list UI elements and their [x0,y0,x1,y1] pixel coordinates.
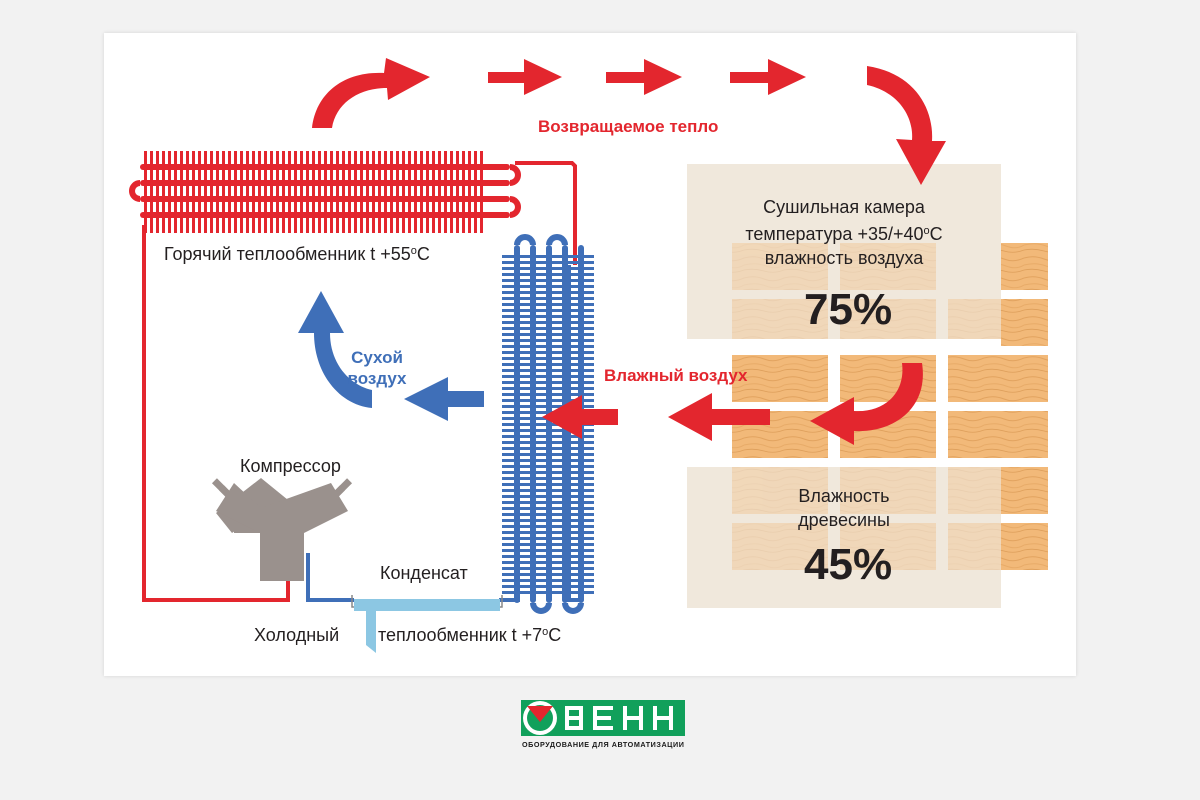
condensate-label: Конденсат [380,563,468,583]
wood-boards-behind-upper [732,243,1001,339]
heat-arrow-3 [730,59,806,95]
dry-arrow-straight [404,377,484,421]
hot-heat-exchanger [129,151,521,233]
humid-arrow-1 [668,393,770,441]
heat-arrow-1 [488,59,562,95]
condensate-drain [366,611,376,653]
chamber-info: Сушильная камера температура +35/+40oC в… [687,195,1001,270]
cold-exchanger-label-1: Холодный [254,625,340,645]
hot-exchanger-label: Горячий теплообменник t +55oC [164,244,430,264]
humid-arrow-2 [542,395,618,439]
cold-heat-exchanger [502,234,594,614]
cold-exchanger-label-2: теплообменник t +7oC [378,625,562,645]
humid-arrow-curved [810,363,923,445]
humid-air-arrows [542,363,923,445]
dry-air-arrows [298,291,484,421]
heat-pump-scheme [129,58,1048,653]
logo-tagline: ОБОРУДОВАНИЕ ДЛЯ АВТОМАТИЗАЦИИ [522,740,685,749]
chamber-temperature: температура +35/+40oC [745,224,943,244]
compressor [211,478,353,581]
diagram-card: Возвращаемое тепло Горячий теплообменник… [104,33,1076,676]
heat-arrow-curved-up [312,58,430,128]
heat-arrow-curved-down [867,66,946,185]
wood-stack [732,243,1048,570]
oven-logo [521,700,685,736]
wood-moisture-value: 45% [804,540,893,589]
chamber-title: Сушильная камера [763,197,925,217]
wood-info: Влажность древесины [798,486,890,530]
compressor-label: Компрессор [240,456,341,476]
wood-boards-visible [732,243,1048,570]
returned-heat-arrows [312,58,946,185]
humid-air-label: Влажный воздух [604,366,748,385]
dry-arrow-curved [298,291,372,408]
condensate-tray [351,595,503,653]
heat-arrow-2 [606,59,682,95]
chamber-humidity-label: влажность воздуха [764,248,924,268]
air-humidity-value: 75% [804,285,893,334]
returned-heat-label: Возвращаемое тепло [538,117,719,136]
wood-boards-behind-lower [732,467,1001,570]
